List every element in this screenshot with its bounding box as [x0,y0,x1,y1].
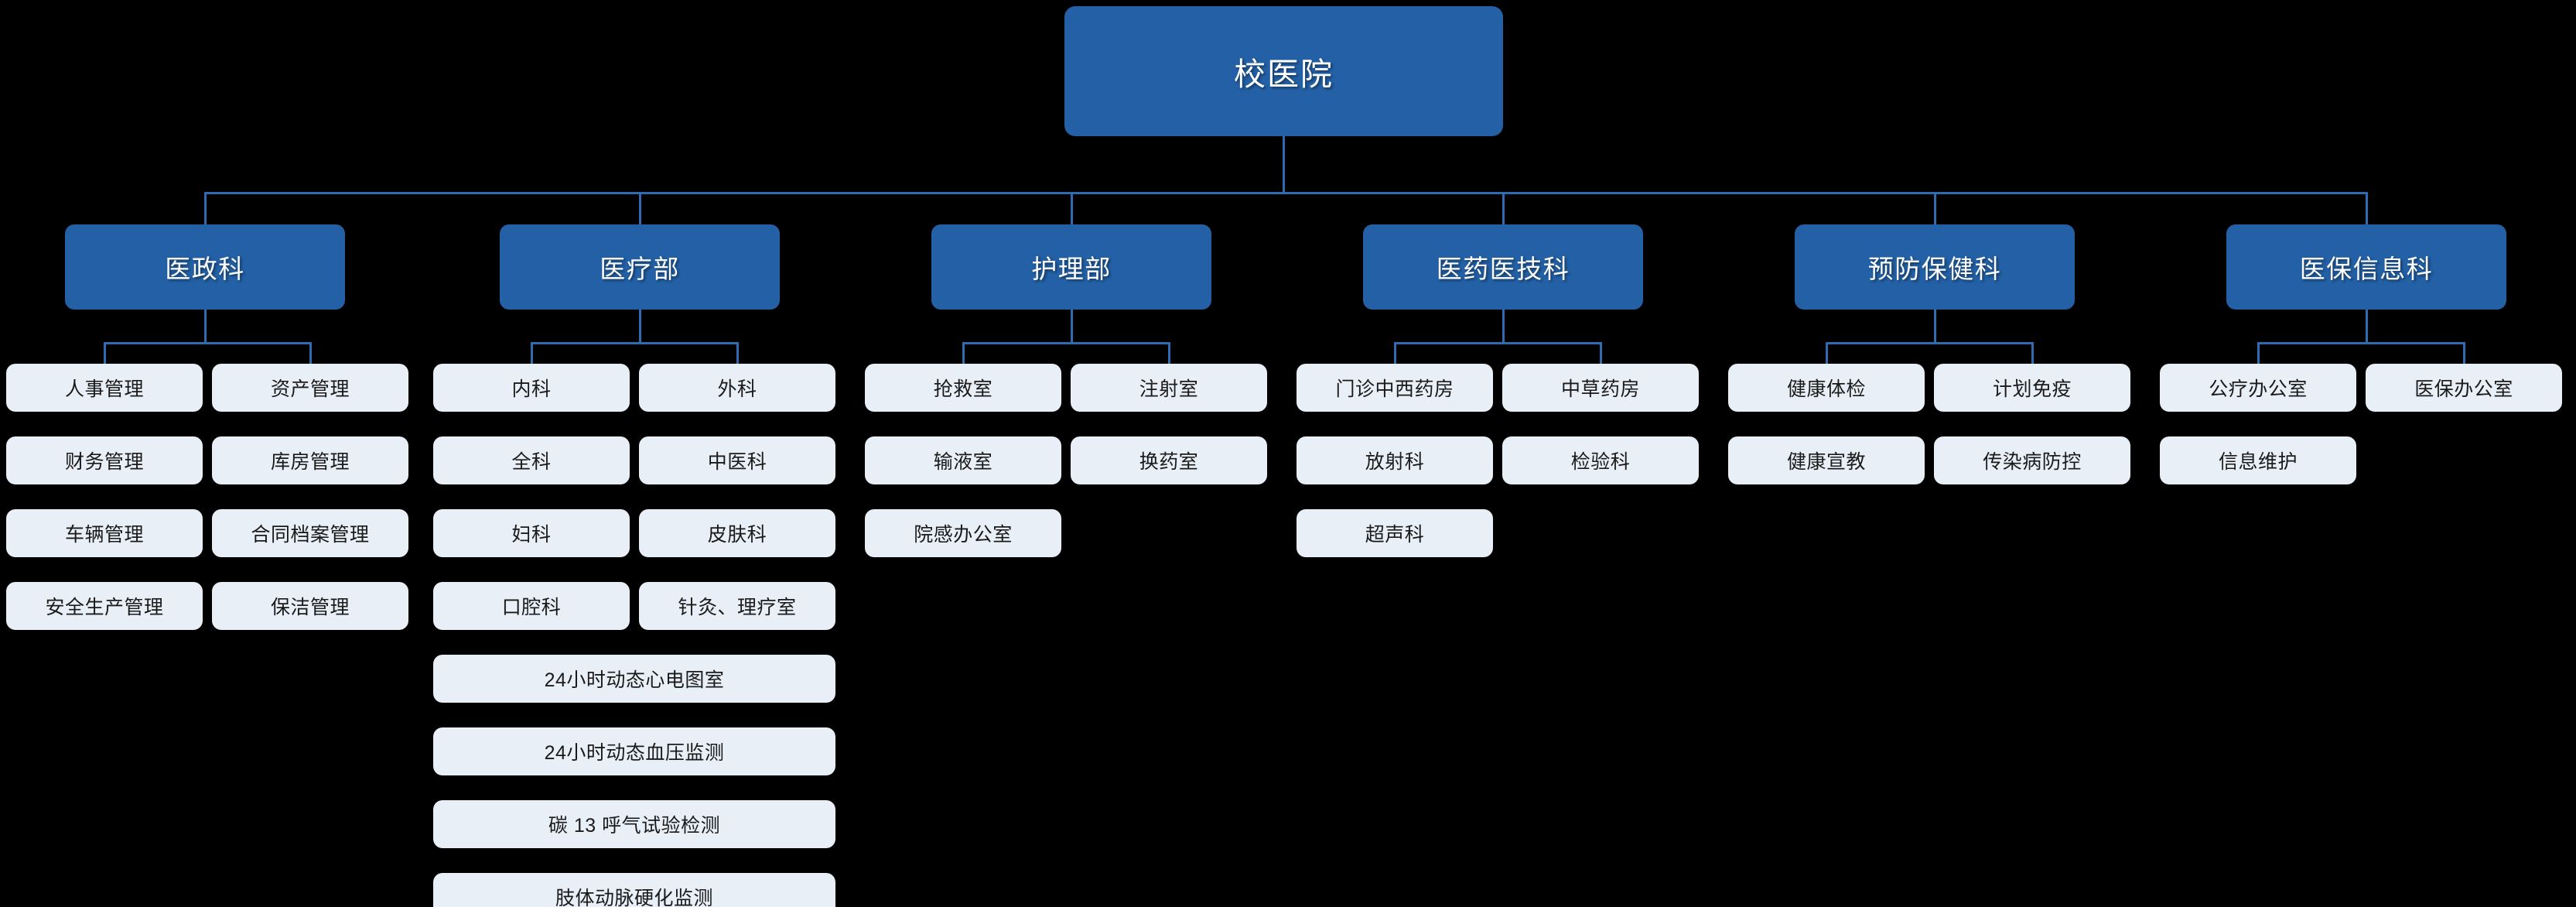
dept-stem-connector-4 [1933,310,1936,342]
dept-subbus-connector-5 [2258,342,2464,344]
dept-drop-connector-5 [2365,192,2368,224]
dept-subbus-connector-3 [1395,342,1601,344]
dept-drop-connector-0 [203,192,207,224]
dept-subbus-connector-1 [531,342,737,344]
dept-node-2[interactable]: 医疗部 [500,224,780,310]
leaf-node: 外科 [639,364,835,412]
dept-drop-connector-4 [1933,192,1936,224]
leaf-drop-connector-0-0 [103,342,106,364]
leaf-drop-connector-4-0 [1825,342,1828,364]
dept-node-5[interactable]: 预防保健科 [1795,224,2075,310]
leaf-node-wide: 肢体动脉硬化监测 [433,873,835,907]
leaf-node: 输液室 [865,436,1061,484]
leaf-drop-connector-2-1 [1167,342,1170,364]
leaf-node: 全科 [433,436,630,484]
dept-node-3[interactable]: 护理部 [931,224,1211,310]
leaf-node: 放射科 [1297,436,1493,484]
leaf-node: 针灸、理疗室 [639,582,835,630]
dept-subbus-connector-0 [104,342,310,344]
dept-stem-connector-1 [638,310,641,342]
leaf-node: 合同档案管理 [212,509,408,557]
leaf-drop-connector-5-0 [2257,342,2260,364]
leaf-node: 超声科 [1297,509,1493,557]
leaf-node: 安全生产管理 [6,582,203,630]
leaf-node: 计划免疫 [1934,364,2130,412]
leaf-node: 中草药房 [1502,364,1699,412]
root-bus-connector [205,192,2366,194]
leaf-node: 口腔科 [433,582,630,630]
dept-node-1[interactable]: 医政科 [65,224,345,310]
dept-drop-connector-2 [1070,192,1073,224]
dept-drop-connector-3 [1502,192,1505,224]
leaf-node: 内科 [433,364,630,412]
leaf-node: 医保办公室 [2366,364,2562,412]
leaf-drop-connector-1-1 [736,342,739,364]
leaf-node: 中医科 [639,436,835,484]
dept-stem-connector-5 [2365,310,2368,342]
leaf-drop-connector-2-0 [962,342,965,364]
leaf-drop-connector-3-1 [1599,342,1602,364]
leaf-drop-connector-3-0 [1393,342,1396,364]
dept-drop-connector-1 [638,192,641,224]
leaf-node: 库房管理 [212,436,408,484]
leaf-drop-connector-4-1 [2031,342,2034,364]
leaf-node: 健康宣教 [1728,436,1925,484]
leaf-node: 健康体检 [1728,364,1925,412]
root-stem-connector [1283,136,1285,192]
dept-stem-connector-3 [1502,310,1505,342]
leaf-node: 门诊中西药房 [1297,364,1493,412]
dept-node-4[interactable]: 医药医技科 [1363,224,1643,310]
dept-stem-connector-2 [1070,310,1073,342]
leaf-node: 检验科 [1502,436,1699,484]
root-node-school-hospital[interactable]: 校医院 [1064,6,1503,136]
leaf-node-wide: 24小时动态血压监测 [433,727,835,775]
leaf-node: 抢救室 [865,364,1061,412]
leaf-node: 换药室 [1071,436,1267,484]
leaf-node: 财务管理 [6,436,203,484]
leaf-node: 院感办公室 [865,509,1061,557]
leaf-node-wide: 24小时动态心电图室 [433,655,835,703]
leaf-node: 皮肤科 [639,509,835,557]
dept-subbus-connector-2 [963,342,1169,344]
leaf-node: 注射室 [1071,364,1267,412]
leaf-node: 信息维护 [2160,436,2356,484]
leaf-node-wide: 碳 13 呼气试验检测 [433,800,835,848]
leaf-drop-connector-0-1 [309,342,312,364]
leaf-drop-connector-1-0 [530,342,533,364]
leaf-node: 保洁管理 [212,582,408,630]
leaf-node: 人事管理 [6,364,203,412]
leaf-node: 资产管理 [212,364,408,412]
leaf-drop-connector-5-1 [2462,342,2465,364]
dept-node-6[interactable]: 医保信息科 [2226,224,2506,310]
leaf-node: 传染病防控 [1934,436,2130,484]
leaf-node: 车辆管理 [6,509,203,557]
dept-stem-connector-0 [203,310,207,342]
leaf-node: 妇科 [433,509,630,557]
dept-subbus-connector-4 [1826,342,2032,344]
leaf-node: 公疗办公室 [2160,364,2356,412]
